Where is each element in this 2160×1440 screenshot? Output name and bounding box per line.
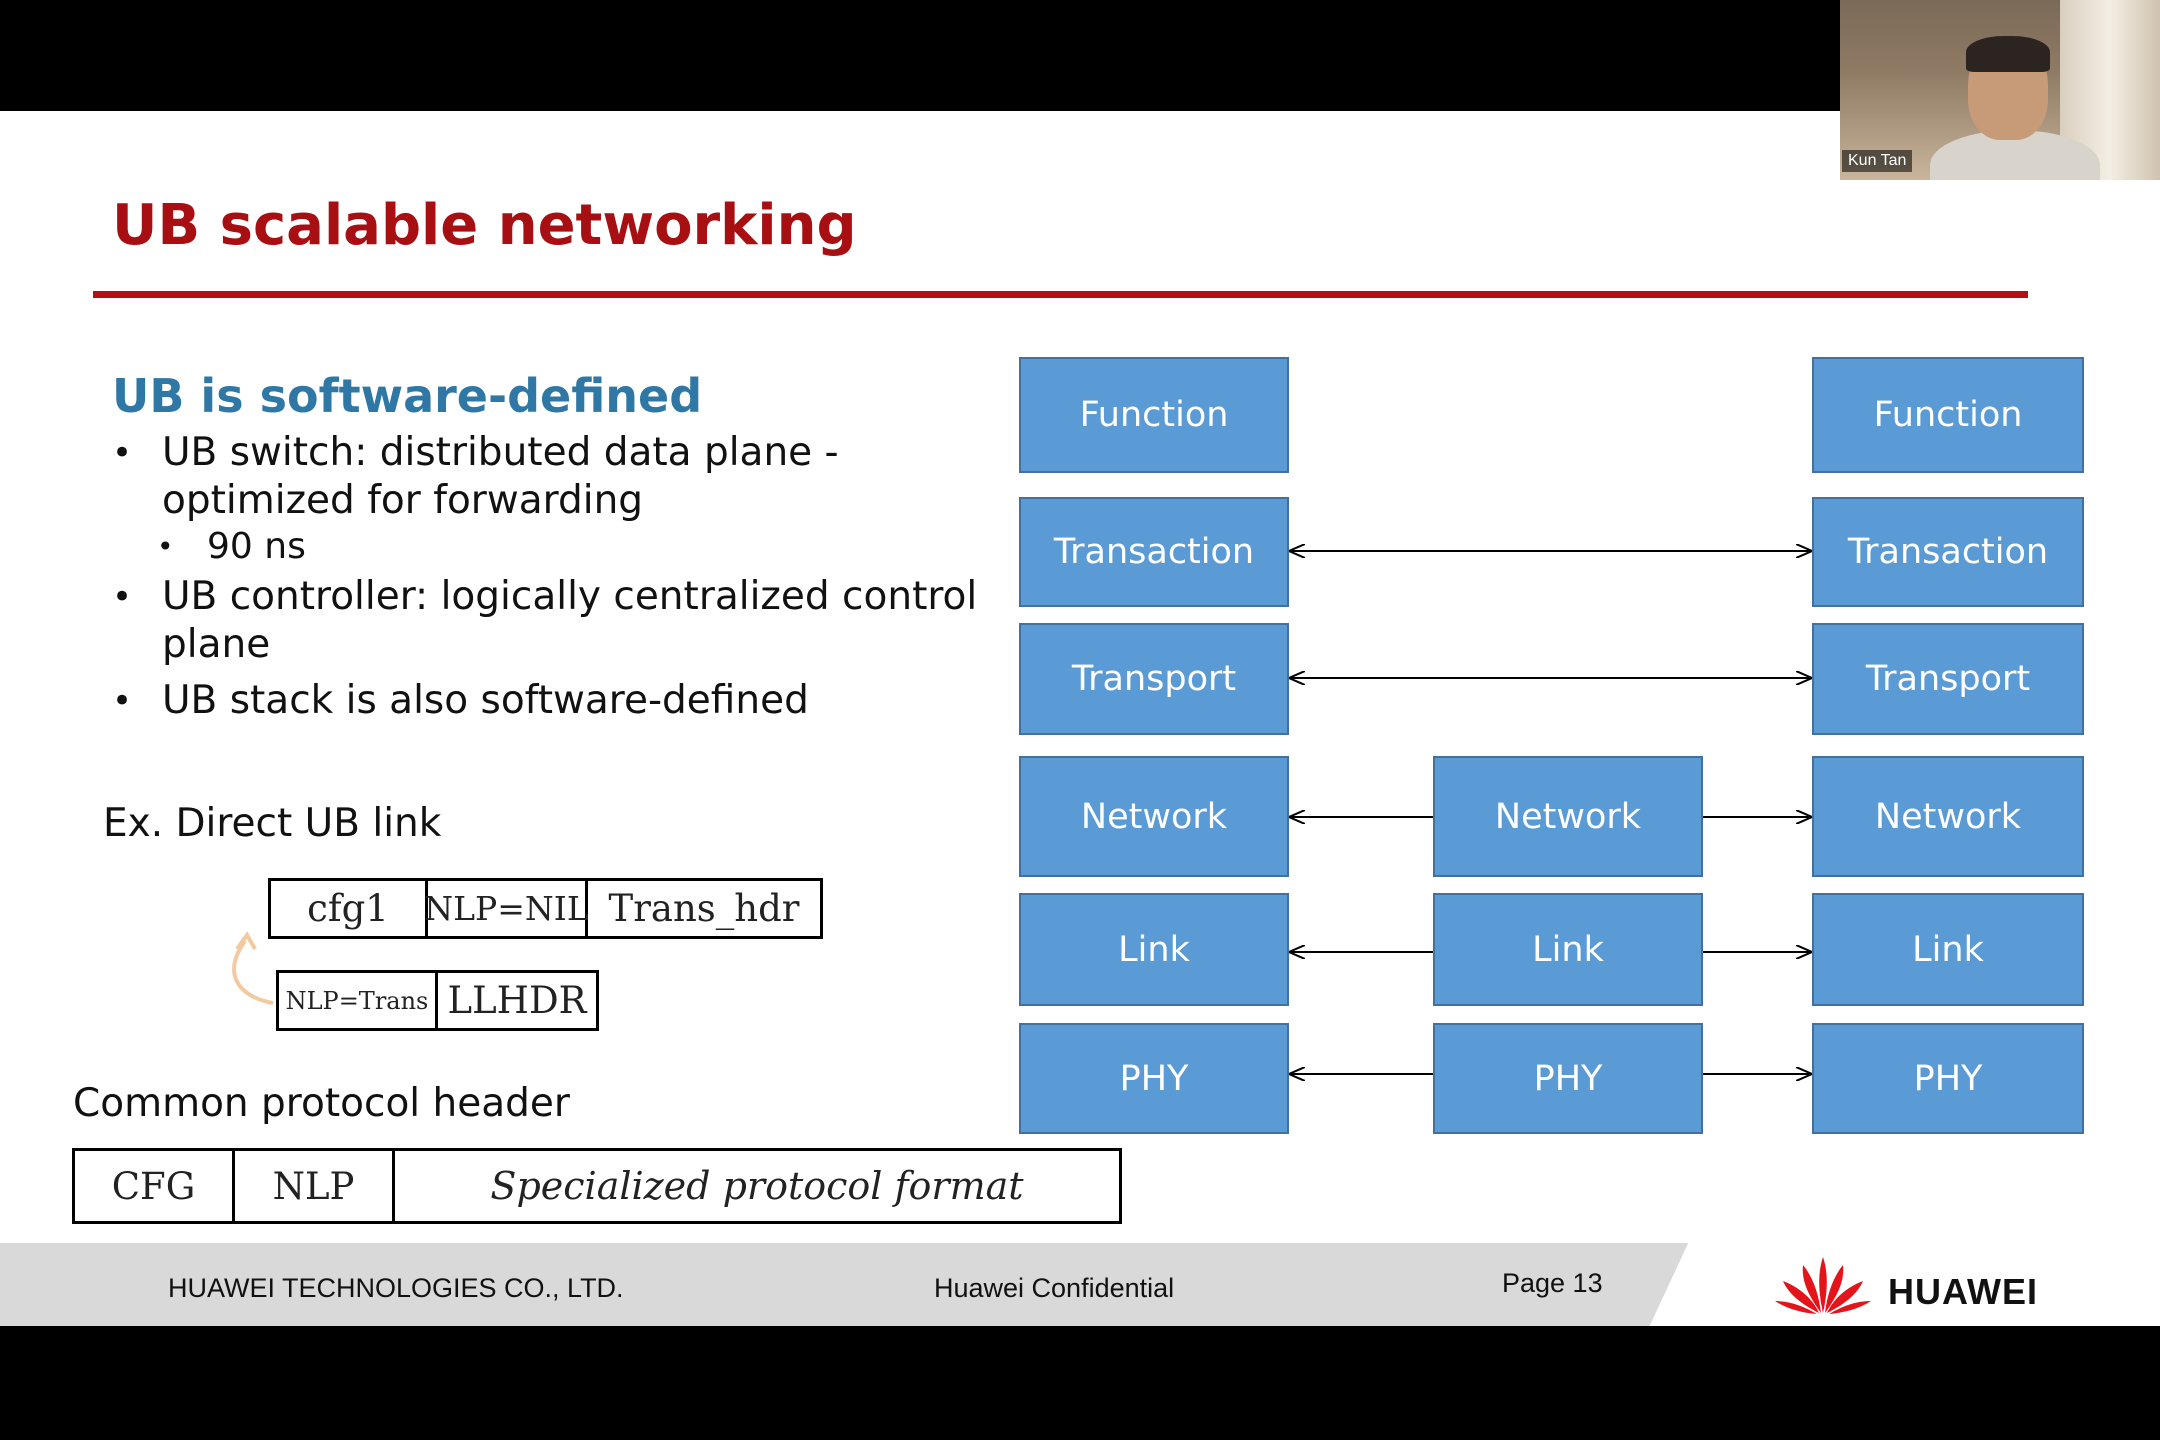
example-cell: LLHDR: [447, 979, 587, 1022]
footer-page-number: Page 13: [1502, 1268, 1603, 1298]
example-cell: NLP=NIL: [424, 881, 589, 936]
example-cell: NLP=Trans: [279, 973, 438, 1028]
left-phy-box: PHY: [1019, 1023, 1289, 1134]
left-transaction-box: Transaction: [1019, 497, 1289, 607]
top-strip: [1220, 111, 1840, 113]
slide-footer: HUAWEI TECHNOLOGIES CO., LTD. Huawei Con…: [0, 1239, 2160, 1326]
huawei-logo-text: HUAWEI: [1888, 1271, 2038, 1312]
right-transport-box: Transport: [1812, 623, 2084, 735]
example-link-row: NLP=Trans LLHDR: [276, 970, 599, 1031]
slide-subtitle: UB is software-defined: [112, 369, 703, 423]
right-function-box: Function: [1812, 357, 2084, 473]
slide: UB scalable networking UB is software-de…: [0, 111, 2160, 1326]
right-phy-box: PHY: [1812, 1023, 2084, 1134]
middle-network-box: Network: [1433, 756, 1703, 877]
bullet-list: UB switch: distributed data plane - opti…: [112, 429, 992, 725]
right-transaction-box: Transaction: [1812, 497, 2084, 607]
example-header-row: cfg1 NLP=NIL Trans_hdr: [268, 878, 823, 939]
middle-link-box: Link: [1433, 893, 1703, 1006]
common-cell: CFG: [75, 1151, 235, 1221]
left-link-box: Link: [1019, 893, 1289, 1006]
footer-company: HUAWEI TECHNOLOGIES CO., LTD.: [168, 1273, 624, 1303]
title-rule: [93, 291, 2028, 298]
right-network-box: Network: [1812, 756, 2084, 877]
left-transport-box: Transport: [1019, 623, 1289, 735]
left-network-box: Network: [1019, 756, 1289, 877]
example-label: Ex. Direct UB link: [103, 801, 442, 846]
footer-logo-area: [1690, 1243, 2160, 1326]
bullet-item: UB controller: logically centralized con…: [112, 573, 992, 669]
common-header-row: CFG NLP Specialized protocol format: [72, 1148, 1122, 1224]
participant-name-label: Kun Tan: [1842, 150, 1913, 172]
video-person-hair: [1966, 36, 2050, 72]
example-cell: cfg1: [271, 881, 428, 936]
common-cell: Specialized protocol format: [490, 1164, 1024, 1208]
curved-arrow-icon: [232, 931, 274, 1005]
common-header-label: Common protocol header: [73, 1081, 570, 1126]
huawei-logo-icon: [1775, 1257, 1871, 1314]
right-link-box: Link: [1812, 893, 2084, 1006]
bullet-item: UB switch: distributed data plane - opti…: [112, 429, 992, 525]
common-cell: NLP: [235, 1151, 395, 1221]
left-function-box: Function: [1019, 357, 1289, 473]
slide-title: UB scalable networking: [112, 193, 857, 258]
footer-confidential: Huawei Confidential: [934, 1273, 1175, 1303]
middle-phy-box: PHY: [1433, 1023, 1703, 1134]
bullet-item: UB stack is also software-defined: [112, 677, 992, 725]
sub-bullet-item: 90 ns: [112, 523, 992, 571]
participant-video[interactable]: Kun Tan: [1840, 0, 2160, 180]
example-cell: Trans_hdr: [608, 887, 800, 930]
